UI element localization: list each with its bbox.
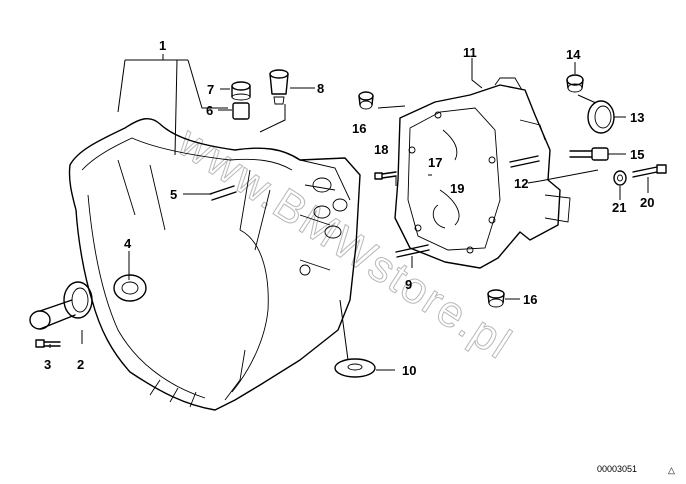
callout-5: 5 [170,187,177,202]
small-sleeve-part [566,74,584,93]
callout-9: 9 [405,277,412,292]
watermark-text: www.BMWstore.pl [169,117,521,369]
callout-20: 20 [640,195,654,210]
pulse-transmitter-part [569,147,609,161]
washer-part [334,358,376,378]
callout-19: 19 [450,181,464,196]
long-hex-bolt-part [632,164,667,178]
callout-4: 4 [124,236,132,251]
callout-13: 13 [630,110,644,125]
dowel-pin-part [209,185,237,201]
leader-lines [49,54,649,371]
gearbox-housing-part [394,77,571,269]
callout-11: 11 [463,45,477,60]
callout-14: 14 [566,47,581,62]
callout-6: 6 [206,103,213,118]
callout-2: 2 [77,357,84,372]
callout-16-upper: 16 [352,121,366,136]
callout-21: 21 [612,200,626,215]
hex-bolt-part [35,339,61,348]
callout-3: 3 [44,357,51,372]
callout-12: 12 [514,176,528,191]
guide-sleeve-part [29,281,93,330]
callout-17: 17 [428,155,442,170]
screw-plug-part [269,69,289,105]
callout-1: 1 [159,38,166,53]
stud-bolt-part [509,155,540,168]
shaft-seal-part [587,100,615,134]
callout-18: 18 [374,142,388,157]
callout-8: 8 [317,81,324,96]
grommet-part-lower [487,289,505,308]
small-bolt-part [374,171,397,180]
callout-7: 7 [207,82,214,97]
bell-housing-part [68,117,361,411]
callout-16-lower: 16 [523,292,537,307]
grommet-part-upper [358,91,374,110]
small-washer-part [613,170,627,186]
document-number: 00003051 [597,464,637,474]
sleeve-and-plug-parts [231,81,251,120]
callout-15: 15 [630,147,644,162]
long-dowel-part [395,244,430,258]
corner-triangle-icon: △ [668,465,675,475]
callout-10: 10 [402,363,416,378]
